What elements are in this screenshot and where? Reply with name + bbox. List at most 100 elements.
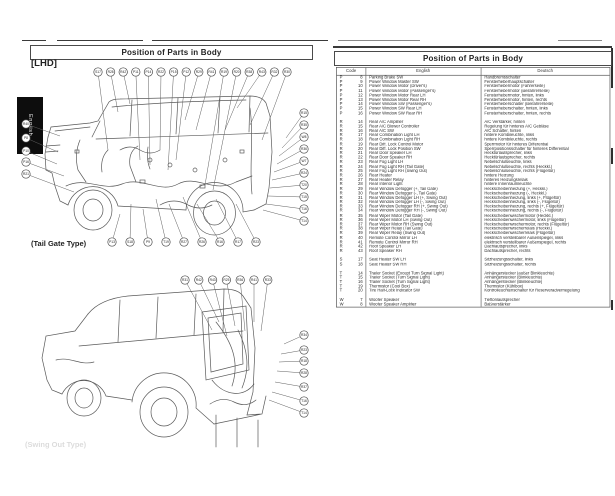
table-column-rule [480, 67, 482, 307]
page-binding-mark [611, 48, 613, 88]
callout-label: R41 [208, 70, 214, 74]
callout-leader-line [175, 71, 187, 161]
callout-circle [299, 168, 309, 178]
callout-leader-line [142, 208, 149, 243]
callout-circle [181, 67, 191, 77]
callout-leader-line [212, 279, 228, 337]
diagram-caption-tailgate: (Tail Gate Type) [31, 239, 87, 248]
callout-circle [215, 237, 225, 247]
callout-label: P8 [24, 136, 28, 140]
callout-leader-line [261, 71, 288, 141]
callout-label: P14 [145, 70, 151, 74]
callout-leader-line [25, 161, 65, 177]
callout-circle [21, 157, 31, 167]
diagram-caption-swingout: (Swing Out Type) [25, 440, 87, 449]
table-column-rule [365, 67, 367, 307]
callout-label: R35 [301, 123, 307, 127]
callout-leader-line [260, 279, 269, 332]
callout-circle [21, 119, 31, 129]
callout-leader-line [195, 71, 212, 131]
callout-circle [233, 237, 243, 247]
callout-circle [249, 275, 259, 285]
callout-leader-line [159, 71, 162, 151]
callout-label: T20 [301, 183, 307, 187]
callout-label: R24 [301, 171, 307, 175]
callout-label: P16 [23, 160, 29, 164]
callout-leader-line [215, 198, 239, 243]
callout-circle [194, 67, 204, 77]
callout-circle [299, 408, 309, 418]
car-diagram-swingout [41, 288, 267, 448]
callout-label: W8 [302, 135, 307, 139]
callout-label: T16 [301, 399, 307, 403]
callout-label: P11 [133, 70, 139, 74]
callout-circle [21, 169, 31, 179]
page-edge-line [22, 40, 46, 41]
callout-label: T15 [301, 195, 307, 199]
right-page-title-box: Position of Parts in Body [334, 51, 612, 66]
callout-circle [125, 237, 135, 247]
callout-label: R38 [246, 70, 252, 74]
callout-circle [299, 345, 309, 355]
callout-leader-line [268, 399, 305, 414]
callout-leader-line [184, 279, 213, 331]
callout-label: T19 [163, 240, 169, 244]
callout-circle [180, 275, 190, 285]
callout-leader-line [239, 279, 246, 332]
callout-leader-line [110, 71, 119, 113]
callout-circle [299, 120, 309, 130]
callout-leader-line [226, 279, 236, 327]
callout-label: R34 [301, 333, 307, 337]
callout-label: P9 [146, 240, 150, 244]
callout-label: R27 [181, 240, 187, 244]
callout-circle [263, 275, 273, 285]
callout-label: T14 [301, 219, 307, 223]
col-header-code: Code [346, 69, 357, 74]
callout-label: R40 [23, 122, 29, 126]
callout-label: W7 [302, 159, 307, 163]
callout-label: T14 [301, 411, 307, 415]
callout-label: R42 [196, 278, 202, 282]
callout-circle [299, 382, 309, 392]
callout-label: R42 [120, 70, 126, 74]
callout-leader-line [273, 160, 305, 173]
callout-circle [21, 133, 31, 143]
callout-circle [232, 67, 242, 77]
callout-leader-line [196, 203, 221, 243]
callout-label: P15 [171, 70, 177, 74]
callout-circle [179, 237, 189, 247]
callout-label: P10 [23, 149, 29, 153]
callout-leader-line [25, 173, 75, 193]
callout-circle [206, 67, 216, 77]
callout-label: R43 [259, 70, 265, 74]
callout-label: R32 [271, 70, 277, 74]
callout-leader-line [276, 148, 305, 165]
callout-circle [21, 146, 31, 156]
callout-label: R16 [217, 240, 223, 244]
callout-leader-line [224, 71, 250, 131]
callout-circle [118, 67, 128, 77]
callout-leader-line [25, 137, 59, 153]
callout-label: R30 [284, 70, 290, 74]
callout-leader-line [281, 124, 305, 149]
page-edge-line [57, 40, 143, 41]
